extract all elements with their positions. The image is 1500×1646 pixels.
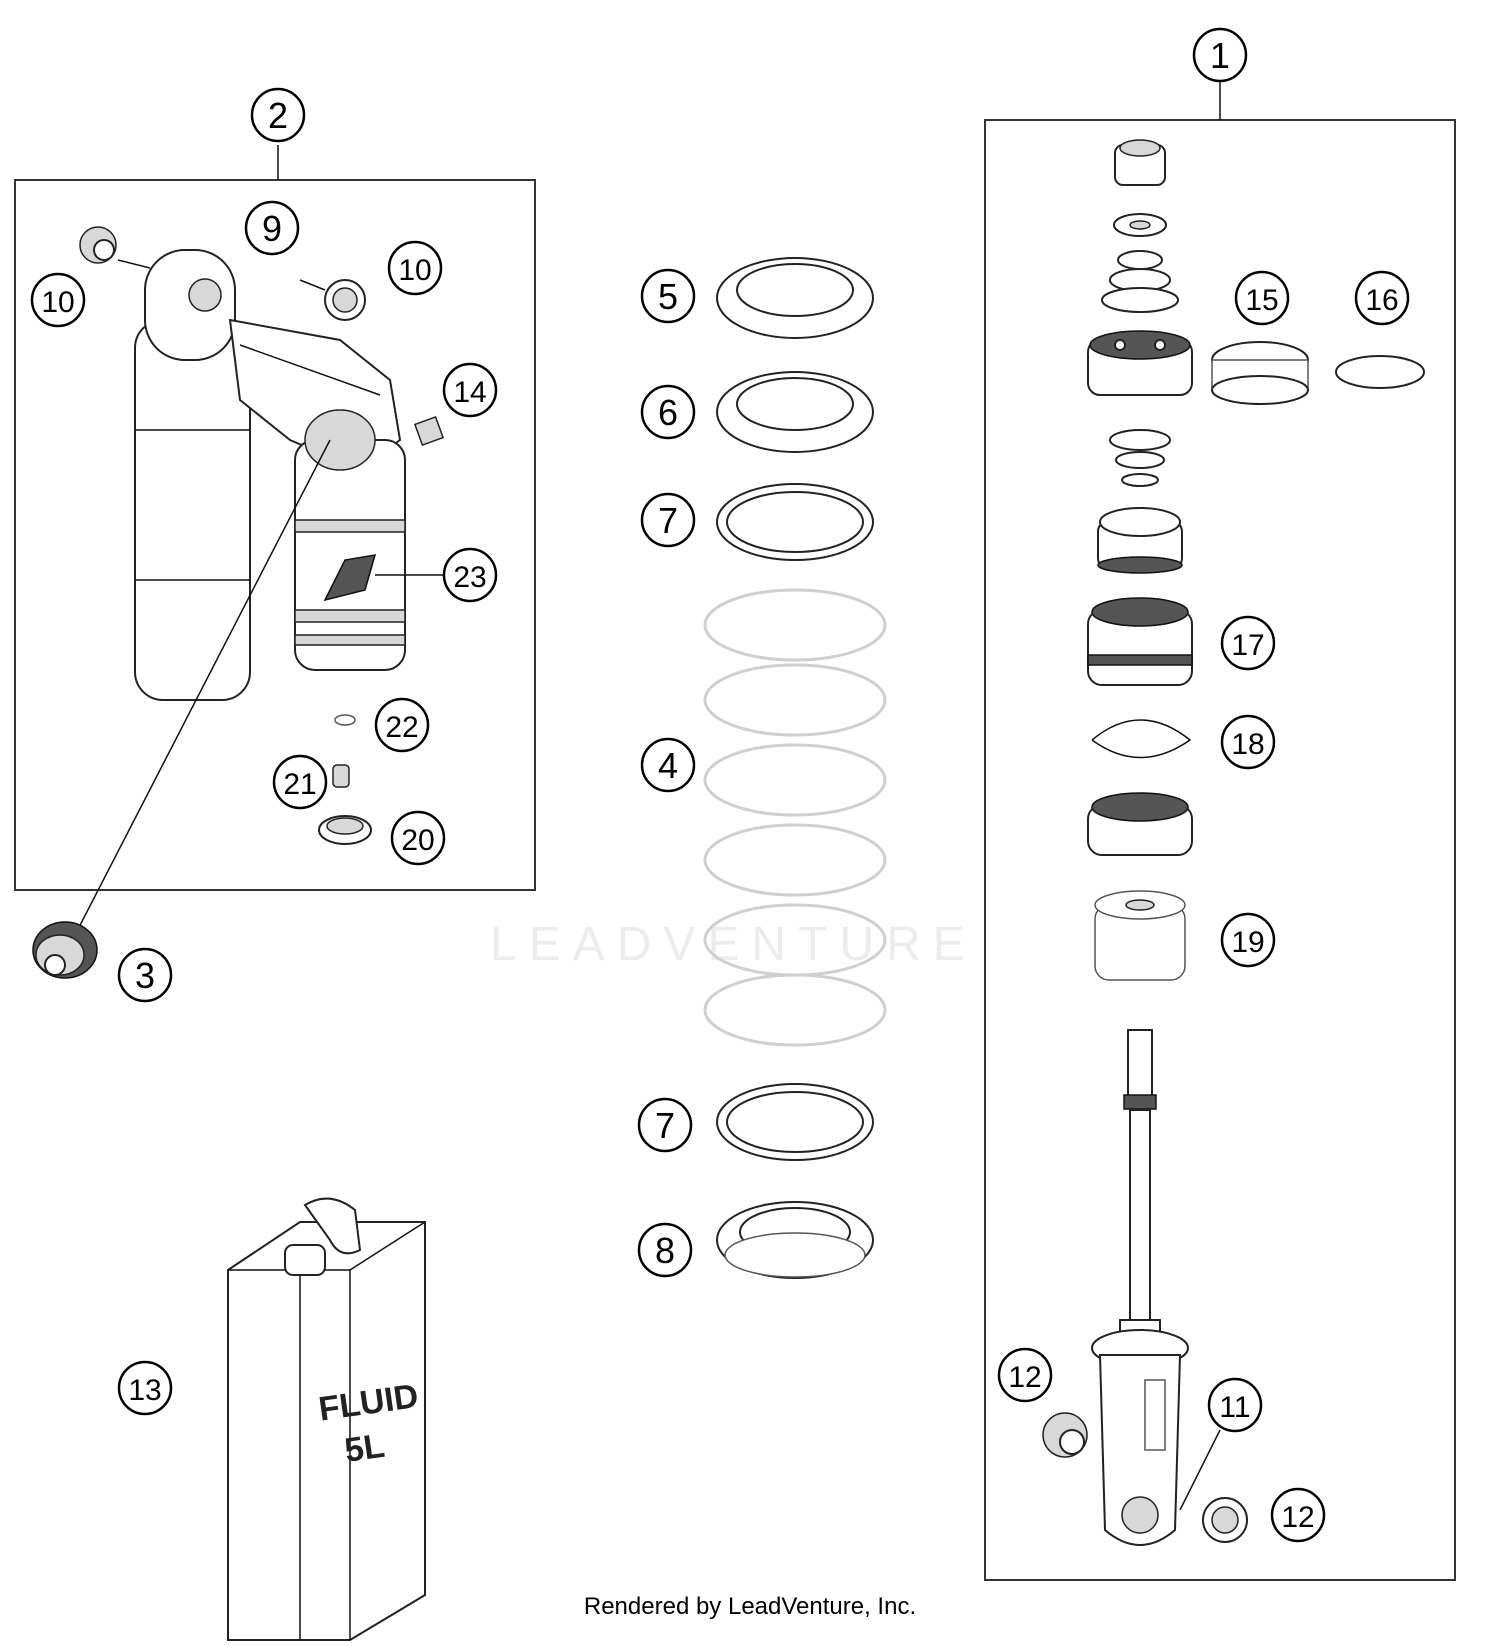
callout-13: 13 [117,1360,173,1416]
svg-text:9: 9 [262,208,282,249]
callout-1: 1 [1192,27,1248,83]
fluid-can-label-line2: 5L [342,1427,387,1470]
svg-text:2: 2 [268,95,288,136]
washer-small [1113,213,1167,237]
callout-10-right: 10 [387,240,443,296]
bearing-seat [1097,507,1183,574]
callout-19: 19 [1220,912,1276,968]
svg-text:11: 11 [1219,1391,1250,1424]
callout-7-bottom: 7 [637,1097,693,1153]
svg-text:10: 10 [41,286,74,319]
o-ring-16 [1335,355,1425,389]
watermark: LEADVENTURE [490,918,977,971]
svg-text:21: 21 [283,768,316,801]
callout-6: 6 [640,384,696,440]
svg-text:5: 5 [658,276,678,317]
spring-4 [703,588,887,1047]
callout-10-left: 10 [30,272,86,328]
part-3-valve [32,921,98,979]
bushing-10-right [299,279,366,321]
bump-rubber-19 [1094,890,1186,981]
callout-12-right: 12 [1270,1487,1326,1543]
assembly-frame-1 [984,119,1456,1581]
piston-ring-15 [1211,341,1309,405]
svg-text:4: 4 [658,745,678,786]
callout-17: 17 [1220,615,1276,671]
eye-11 [1091,1329,1189,1546]
svg-text:15: 15 [1245,284,1278,317]
svg-text:17: 17 [1231,629,1264,662]
svg-text:20: 20 [401,824,434,857]
callout-2: 2 [250,87,306,143]
callout-23: 23 [442,547,498,603]
cap-ring [1087,792,1193,856]
spring-seat-8 [716,1201,874,1279]
stacked-shims [1101,250,1179,313]
svg-text:7: 7 [658,500,678,541]
callout-7-top: 7 [640,492,696,548]
svg-text:12: 12 [1281,1501,1314,1534]
assembly-frame-2 [14,179,536,891]
part-22 [334,714,356,726]
spring-retainer-5 [716,257,874,339]
part-14 [413,415,445,447]
piston [1087,330,1193,396]
shim-stack-lower [1109,429,1171,487]
washer-7-bottom [716,1083,874,1161]
fluid-can-13: FLUID 5L [227,1197,426,1641]
part-21 [332,764,350,788]
callout-11: 11 [1207,1377,1263,1433]
svg-text:3: 3 [135,955,155,996]
svg-text:18: 18 [1231,728,1264,761]
callout-8: 8 [637,1222,693,1278]
svg-text:16: 16 [1365,284,1398,317]
callout-4: 4 [640,737,696,793]
bushing-10-left [79,226,151,269]
callout-14: 14 [442,362,498,418]
svg-text:23: 23 [453,561,486,594]
svg-text:12: 12 [1008,1361,1041,1394]
shock-absorber-body [134,249,406,701]
svg-text:19: 19 [1231,926,1264,959]
bushing-12-right [1202,1497,1248,1543]
callout-20: 20 [390,810,446,866]
callout-22: 22 [374,697,430,753]
piston-rod [1119,1029,1161,1336]
svg-text:14: 14 [453,376,486,409]
circlip-18 [1091,719,1192,759]
part-20 [318,815,372,845]
callout-15: 15 [1234,270,1290,326]
callout-3: 3 [117,947,173,1003]
bushing-12-left [1042,1412,1088,1458]
svg-text:13: 13 [128,1374,161,1407]
seal-head-17 [1087,597,1193,686]
callout-18: 18 [1220,714,1276,770]
svg-text:10: 10 [398,254,431,287]
callout-9: 9 [244,200,300,256]
svg-text:7: 7 [655,1105,675,1146]
render-credit: Rendered by LeadVenture, Inc. [584,1593,916,1620]
svg-text:8: 8 [655,1230,675,1271]
callout-12-left: 12 [997,1347,1053,1403]
washer-7-top [716,483,874,561]
callout-16: 16 [1354,270,1410,326]
spring-retainer-6 [716,371,874,453]
callout-5: 5 [640,268,696,324]
nut-top [1114,139,1166,186]
callout-21: 21 [272,754,328,810]
svg-text:1: 1 [1210,35,1230,76]
svg-text:6: 6 [658,392,678,433]
svg-text:22: 22 [385,711,418,744]
